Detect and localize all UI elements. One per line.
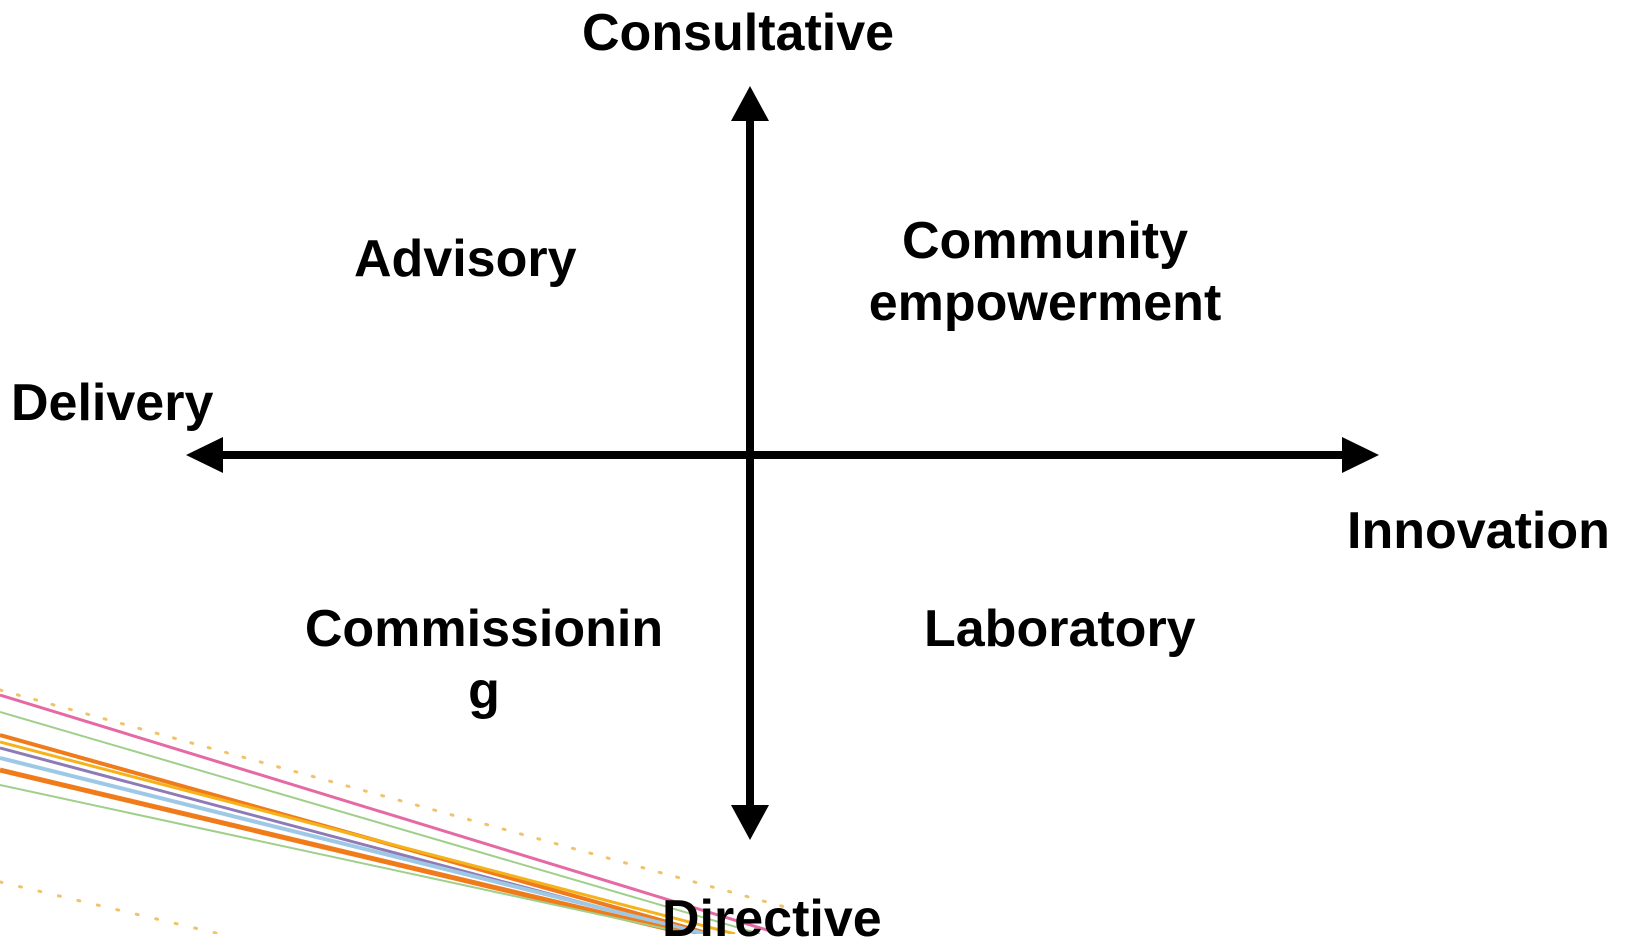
quadrant-label-bottom-right: Laboratory [924,600,1196,658]
axis-label-left: Delivery [11,374,214,432]
quadrant-label-top-left: Advisory [354,230,577,288]
arrow-down-icon [731,805,769,840]
quadrant-label-bottom-left-line1: Commissionin [304,600,664,658]
vertical-axis [731,86,769,840]
axis-label-right: Innovation [1347,502,1610,560]
quadrant-label-top-right: Community empowerment [864,210,1226,335]
quadrant-label-top-right-line2: empowerment [868,274,1222,333]
decorative-swoosh [0,688,852,934]
swoosh-dots-bottom [0,880,222,934]
swoosh-line-yellow [0,740,736,934]
horizontal-axis [186,437,1379,473]
arrow-left-icon [186,437,223,473]
quadrant-label-top-right-line1: Community [902,212,1188,270]
axis-label-bottom: Directive [662,890,882,948]
axis-label-top: Consultative [582,4,895,62]
quadrant-label-bottom-left-line2: g [468,662,500,721]
swoosh-line-green-2 [0,784,691,934]
swoosh-line-orange-2 [0,767,691,934]
arrow-right-icon [1342,437,1379,473]
swoosh-dots-top [0,688,852,927]
swoosh-line-green-1 [0,711,761,934]
swoosh-line-pink [0,693,781,934]
swoosh-line-blue [0,756,706,934]
arrow-up-icon [731,86,769,121]
quadrant-label-bottom-left: Commissionin g [298,598,670,723]
